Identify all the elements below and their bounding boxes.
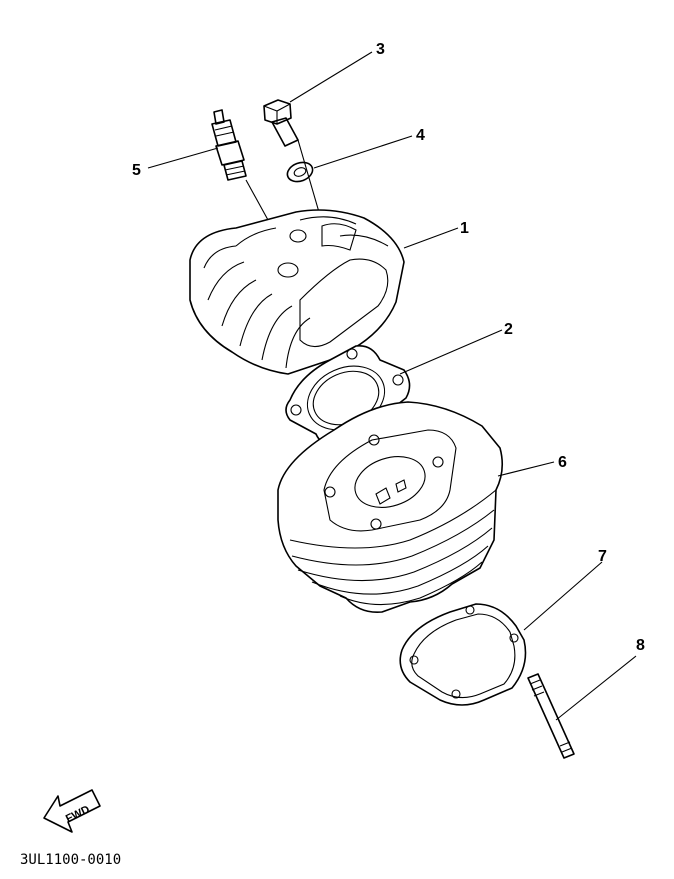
callout-4: 4 bbox=[416, 127, 425, 144]
leader-lines bbox=[147, 51, 637, 721]
callout-5: 5 bbox=[132, 162, 141, 179]
stud-bolt bbox=[527, 673, 575, 759]
callout-7: 7 bbox=[598, 548, 607, 565]
callout-8: 8 bbox=[636, 637, 645, 654]
forward-arrow-icon: FWD bbox=[43, 789, 101, 833]
callout-3: 3 bbox=[376, 41, 385, 58]
callout-6: 6 bbox=[558, 454, 567, 471]
callout-labels: 3 4 5 1 2 6 7 8 bbox=[132, 41, 645, 654]
cylinder-head bbox=[189, 209, 405, 375]
callout-1: 1 bbox=[460, 220, 469, 237]
washer bbox=[286, 161, 314, 183]
base-gasket bbox=[399, 603, 527, 706]
diagram-code: 3UL1100-0010 bbox=[20, 852, 121, 868]
head-gasket bbox=[285, 344, 411, 446]
cylinder bbox=[277, 401, 504, 614]
callout-2: 2 bbox=[504, 321, 513, 338]
